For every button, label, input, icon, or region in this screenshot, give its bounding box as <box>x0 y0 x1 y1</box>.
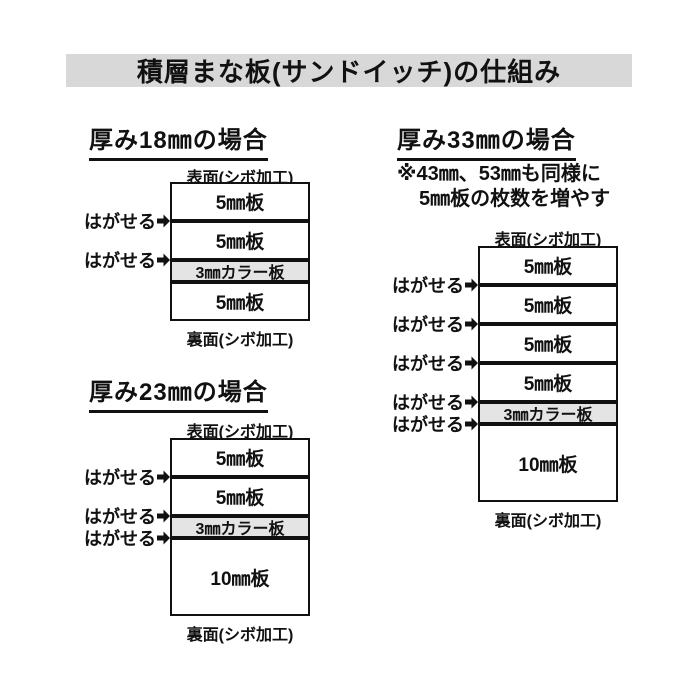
board-layer: 5㎜板 <box>215 193 265 214</box>
layer-divider <box>480 283 616 287</box>
peel-text: はがせる <box>392 315 464 335</box>
peel-label: はがせる <box>82 503 170 529</box>
section-heading-18mm: 厚み18㎜の場合 <box>89 120 268 161</box>
color-board-layer: 3㎜カラー板 <box>172 262 308 282</box>
board-layer: 10㎜板 <box>210 568 270 590</box>
section-heading-33mm: 厚み33㎜の場合 <box>397 120 576 161</box>
peel-label: はがせる <box>82 247 170 273</box>
peel-label: はがせる <box>390 389 478 415</box>
surface-top-label: 表面(シボ加工) <box>186 424 294 441</box>
right-arrow-icon <box>465 317 478 331</box>
layer-divider <box>480 400 616 404</box>
layer-divider <box>172 536 308 540</box>
peel-text: はがせる <box>84 529 156 549</box>
right-arrow-icon <box>465 395 478 409</box>
peel-text: はがせる <box>392 276 464 296</box>
peel-label: はがせる <box>82 464 170 490</box>
diagram-33mm: 厚み33㎜の場合 ※43㎜、53㎜も同様に 5㎜板の枚数を増やす 表面(シボ加工… <box>392 120 630 530</box>
board-layer: 5㎜板 <box>215 293 265 314</box>
note-line-1: ※43㎜、53㎜も同様に <box>397 163 601 185</box>
peel-label: はがせる <box>82 208 170 234</box>
diagram-18mm: 厚み18㎜の場合 表面(シボ加工) 5㎜板 5㎜板 3㎜カラー板 5㎜板 裏面(… <box>84 120 322 370</box>
right-arrow-icon <box>465 278 478 292</box>
peel-label: はがせる <box>390 411 478 437</box>
board-layer: 5㎜板 <box>215 488 265 509</box>
right-arrow-icon <box>465 356 478 370</box>
right-arrow-icon <box>157 531 170 545</box>
diagram-23mm: 厚み23㎜の場合 表面(シボ加工) 5㎜板 5㎜板 3㎜カラー板 10㎜板 裏面… <box>84 372 322 662</box>
layer-divider <box>172 514 308 518</box>
layer-divider <box>480 422 616 426</box>
right-arrow-icon <box>157 214 170 228</box>
note-text: ※43㎜、53㎜も同様に 5㎜板の枚数を増やす <box>397 162 610 212</box>
right-arrow-icon <box>465 417 478 431</box>
title-bar: 積層まな板(サンドイッチ)の仕組み <box>66 54 632 87</box>
board-stack-18mm: 5㎜板 5㎜板 3㎜カラー板 5㎜板 <box>170 182 310 321</box>
surface-bottom-label: 裏面(シボ加工) <box>186 627 294 644</box>
board-stack-23mm: 5㎜板 5㎜板 3㎜カラー板 10㎜板 <box>170 438 310 616</box>
board-layer: 5㎜板 <box>523 296 573 317</box>
layer-divider <box>480 322 616 326</box>
board-layer: 10㎜板 <box>518 454 578 476</box>
layer-divider <box>172 280 308 284</box>
layer-divider <box>480 361 616 365</box>
peel-text: はがせる <box>392 393 464 413</box>
section-heading-23mm: 厚み23㎜の場合 <box>89 372 268 413</box>
board-layer: 5㎜板 <box>523 257 573 278</box>
note-line-2: 5㎜板の枚数を増やす <box>419 188 611 210</box>
color-board-layer: 3㎜カラー板 <box>480 404 616 424</box>
peel-label: はがせる <box>390 350 478 376</box>
peel-label: はがせる <box>82 525 170 551</box>
layer-divider <box>172 258 308 262</box>
board-layer: 5㎜板 <box>215 232 265 253</box>
peel-text: はがせる <box>84 251 156 271</box>
surface-top-label: 表面(シボ加工) <box>494 232 602 249</box>
color-board-layer: 3㎜カラー板 <box>172 518 308 538</box>
page-title: 積層まな板(サンドイッチ)の仕組み <box>136 57 562 87</box>
board-layer: 5㎜板 <box>523 374 573 395</box>
peel-label: はがせる <box>390 272 478 298</box>
layer-divider <box>172 475 308 479</box>
board-layer: 5㎜板 <box>215 449 265 470</box>
peel-text: はがせる <box>392 415 464 435</box>
board-layer: 5㎜板 <box>523 335 573 356</box>
surface-bottom-label: 裏面(シボ加工) <box>186 332 294 349</box>
right-arrow-icon <box>157 470 170 484</box>
peel-text: はがせる <box>84 507 156 527</box>
peel-text: はがせる <box>392 354 464 374</box>
right-arrow-icon <box>157 509 170 523</box>
right-arrow-icon <box>157 253 170 267</box>
board-stack-33mm: 5㎜板 5㎜板 5㎜板 5㎜板 3㎜カラー板 10㎜板 <box>478 246 618 502</box>
layer-divider <box>172 219 308 223</box>
surface-bottom-label: 裏面(シボ加工) <box>494 513 602 530</box>
peel-text: はがせる <box>84 468 156 488</box>
peel-text: はがせる <box>84 212 156 232</box>
peel-label: はがせる <box>390 311 478 337</box>
